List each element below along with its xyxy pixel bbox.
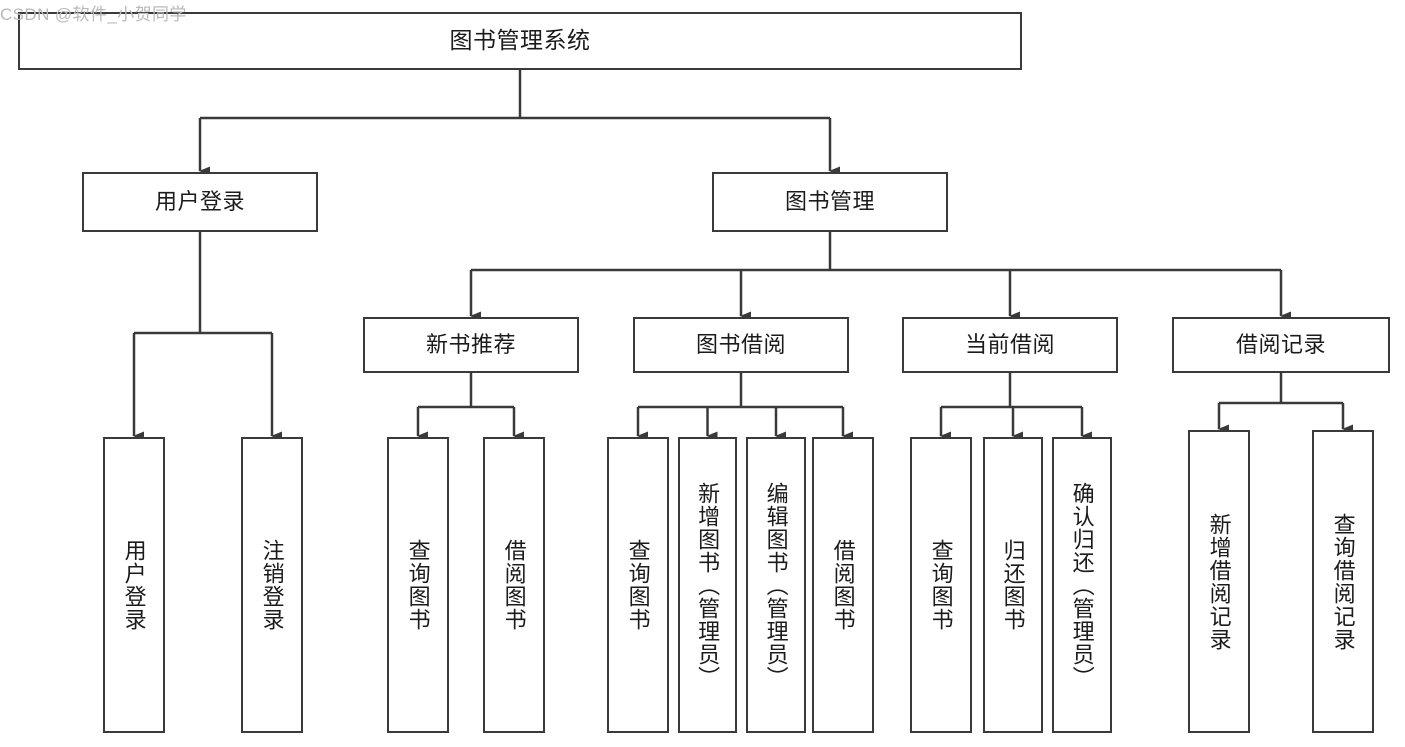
node-leaf-cur-2[interactable]: 归还图书	[983, 437, 1043, 733]
node-current[interactable]: 当前借阅	[902, 317, 1118, 373]
node-label: 图书借阅	[695, 331, 786, 357]
node-records[interactable]: 借阅记录	[1172, 317, 1390, 373]
node-label: 新增借阅记录	[1206, 512, 1232, 651]
node-leaf-login-1[interactable]: 用户登录	[103, 437, 165, 733]
node-bookmgmt[interactable]: 图书管理	[712, 172, 948, 232]
node-leaf-borrow-2[interactable]: 新增图书（管理员）	[678, 437, 737, 733]
node-leaf-borrow-3[interactable]: 编辑图书（管理员）	[746, 437, 806, 733]
node-label: 用户登录	[154, 188, 245, 214]
node-label: 新书推荐	[425, 331, 516, 357]
node-label: 确认归还（管理员）	[1069, 481, 1095, 689]
node-label: 查询图书	[928, 539, 954, 631]
node-label: 用户登录	[121, 539, 147, 631]
node-label: 借阅记录	[1235, 331, 1326, 357]
node-label: 查询图书	[625, 539, 651, 631]
node-label: 新增图书（管理员）	[695, 481, 721, 689]
node-label: 查询图书	[405, 539, 431, 631]
node-leaf-borrow-4[interactable]: 借阅图书	[812, 437, 874, 733]
node-label: 查询借阅记录	[1330, 512, 1356, 651]
node-borrow[interactable]: 图书借阅	[633, 317, 849, 373]
node-login[interactable]: 用户登录	[82, 172, 318, 232]
node-root[interactable]: 图书管理系统	[18, 12, 1022, 70]
node-label: 编辑图书（管理员）	[763, 481, 789, 689]
node-leaf-new-2[interactable]: 借阅图书	[483, 437, 545, 733]
node-label: 借阅图书	[501, 539, 527, 631]
node-label: 注销登录	[259, 539, 285, 631]
node-leaf-rec-1[interactable]: 新增借阅记录	[1188, 430, 1250, 733]
node-label: 归还图书	[1000, 539, 1026, 631]
node-leaf-new-1[interactable]: 查询图书	[387, 437, 449, 733]
node-leaf-cur-1[interactable]: 查询图书	[910, 437, 972, 733]
csdn-watermark: CSDN @软件_小贺同学	[0, 5, 187, 24]
node-leaf-borrow-1[interactable]: 查询图书	[607, 437, 669, 733]
node-leaf-rec-2[interactable]: 查询借阅记录	[1312, 430, 1374, 733]
node-label: 图书管理	[784, 188, 875, 214]
node-leaf-login-2[interactable]: 注销登录	[241, 437, 303, 733]
node-label: 借阅图书	[830, 539, 856, 631]
node-leaf-cur-3[interactable]: 确认归还（管理员）	[1052, 437, 1112, 733]
node-label: 当前借阅	[964, 331, 1055, 357]
node-label: 图书管理系统	[449, 27, 591, 54]
node-newbook[interactable]: 新书推荐	[363, 317, 579, 373]
